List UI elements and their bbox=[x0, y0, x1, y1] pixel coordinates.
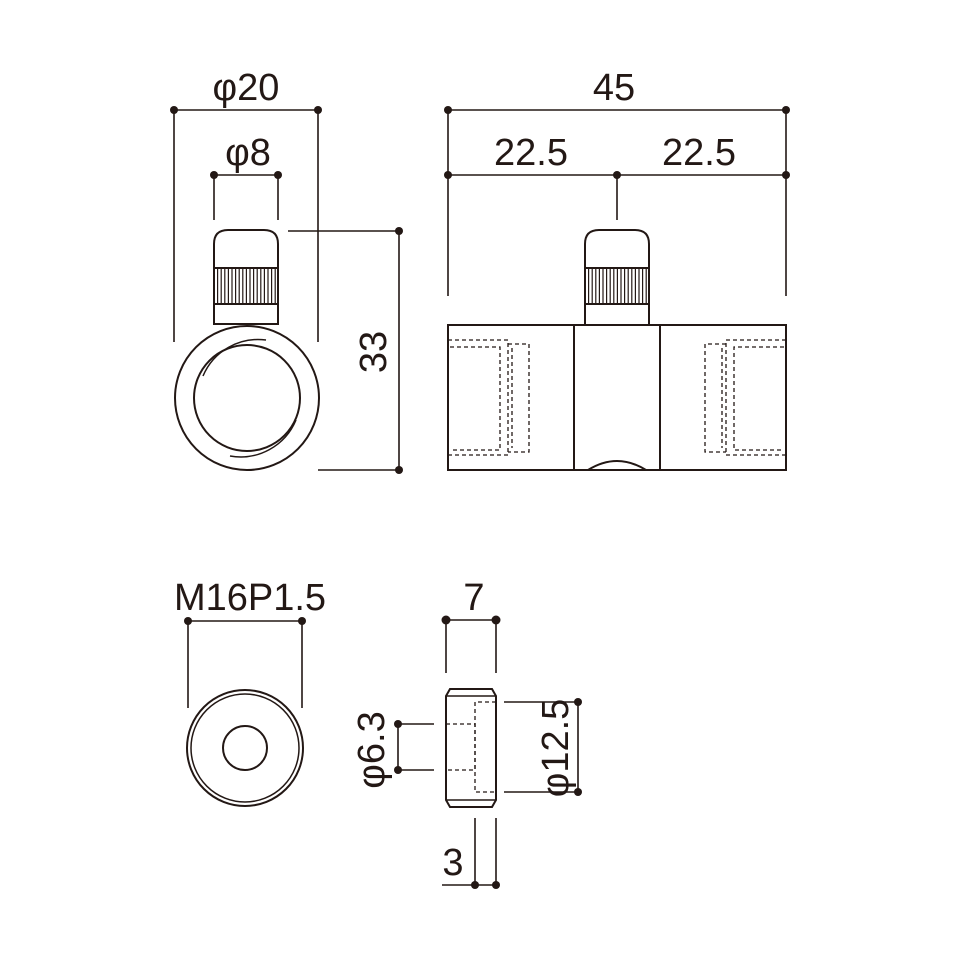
side-body-inner-circle bbox=[193, 344, 301, 452]
nut-outer-circle bbox=[186, 689, 304, 807]
washer-view bbox=[445, 688, 497, 808]
side-dim-outer-diameter: φ20 bbox=[170, 67, 322, 342]
nut-thread-label: M16P1.5 bbox=[174, 577, 326, 619]
front-hidden-left-step bbox=[508, 343, 530, 453]
front-dim-halves: 22.5 22.5 bbox=[444, 132, 790, 220]
front-dim-total-width: 45 bbox=[444, 67, 790, 296]
nut-hole bbox=[222, 725, 268, 771]
side-height-label: 33 bbox=[353, 331, 395, 373]
front-body-notch bbox=[587, 460, 647, 471]
washer-inner-diameter-label: φ6.3 bbox=[351, 711, 393, 788]
front-half-left-label: 22.5 bbox=[494, 132, 568, 174]
front-knurl-lines bbox=[587, 268, 647, 304]
side-outer-diameter-label: φ20 bbox=[213, 67, 280, 109]
washer-dim-inner-diameter: φ6.3 bbox=[351, 711, 434, 789]
nut-dim-thread: M16P1.5 bbox=[174, 577, 326, 708]
front-hidden-right-step bbox=[704, 343, 726, 453]
washer-body bbox=[445, 688, 497, 808]
side-knob-neck bbox=[213, 303, 279, 325]
washer-hidden-outer bbox=[474, 701, 496, 793]
washer-dim-width: 7 bbox=[441, 577, 501, 673]
washer-outer-diameter-label: φ12.5 bbox=[535, 699, 577, 798]
washer-dim-step: 3 bbox=[442, 818, 500, 889]
front-body bbox=[447, 324, 787, 471]
side-knurl-lines bbox=[217, 268, 276, 304]
nut-inner-ring bbox=[190, 693, 300, 803]
washer-dim-outer-diameter: φ12.5 bbox=[504, 698, 582, 797]
front-hidden-right-inner bbox=[733, 346, 784, 451]
front-half-right-label: 22.5 bbox=[662, 132, 736, 174]
front-hidden-left-inner bbox=[450, 346, 501, 451]
washer-width-label: 7 bbox=[463, 577, 484, 619]
side-dim-height: 33 bbox=[288, 227, 403, 474]
front-knob-neck bbox=[584, 303, 650, 326]
side-dim-knob-diameter: φ8 bbox=[210, 132, 282, 220]
front-total-width-label: 45 bbox=[593, 67, 635, 109]
front-hidden-left-outer bbox=[448, 339, 509, 456]
side-knob-cap bbox=[213, 229, 279, 269]
front-hidden-right-outer bbox=[725, 339, 786, 456]
side-body-highlight-arc-2 bbox=[229, 419, 297, 458]
washer-step-label: 3 bbox=[442, 842, 463, 884]
side-body-outer-circle bbox=[174, 325, 320, 471]
front-view bbox=[447, 229, 787, 471]
washer-hidden-inner bbox=[446, 723, 476, 771]
front-knob-cap bbox=[584, 229, 650, 269]
nut-view bbox=[186, 689, 304, 807]
side-view bbox=[174, 229, 320, 471]
side-body-highlight-arc bbox=[202, 338, 267, 377]
side-knob-diameter-label: φ8 bbox=[225, 132, 271, 174]
